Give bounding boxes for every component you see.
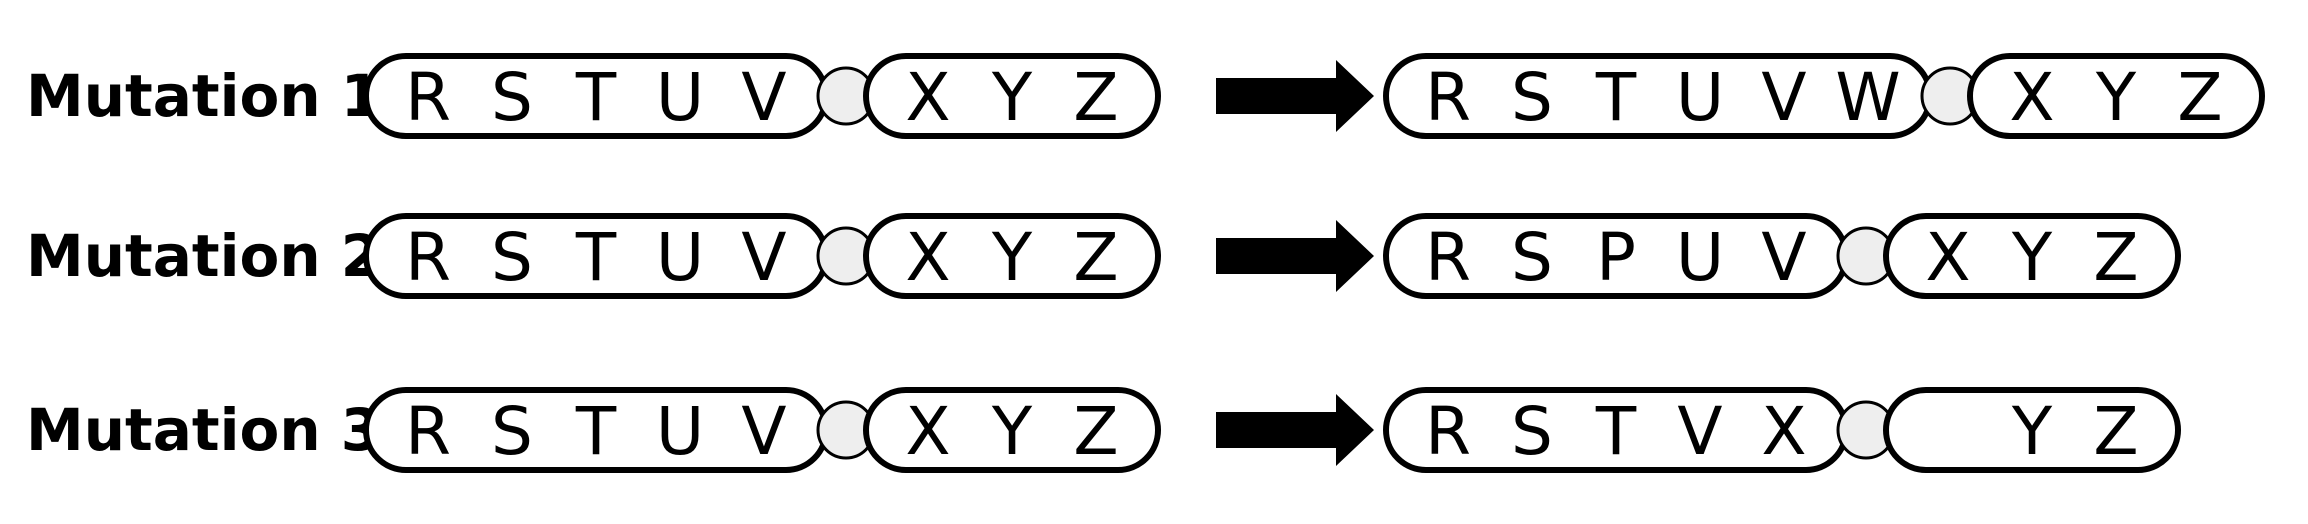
rows.2.before-right-arm: [863, 387, 1161, 473]
rows.1.before-gene: T: [575, 219, 617, 296]
rows.1.after-gene: V: [1761, 219, 1806, 296]
rows.1.after-gene: Y: [2011, 219, 2053, 296]
rows.0.before-gene: U: [656, 59, 704, 136]
rows.2.after-gene: Y: [2011, 393, 2053, 470]
rows.1.after-gene: X: [1925, 219, 1970, 296]
rows.1.after-gene: Z: [2093, 219, 2138, 296]
right-arrow-icon: [1216, 60, 1374, 132]
rows.0.after-gene: U: [1676, 59, 1724, 136]
rows.2.before-gene: U: [656, 393, 704, 470]
rows.2.after-gene: S: [1511, 393, 1553, 470]
rows.0.after-gene: R: [1425, 59, 1471, 136]
rows.0.before-gene: Y: [991, 59, 1033, 136]
rows.0.after-gene: S: [1511, 59, 1553, 136]
rows.0.before-gene: T: [575, 59, 617, 136]
rows.1.before-gene: X: [905, 219, 950, 296]
right-arrow-icon: [1216, 394, 1374, 466]
rows.2.after-gene: V: [1677, 393, 1722, 470]
rows.0.before-gene: V: [741, 59, 786, 136]
rows.0.before-gene: R: [405, 59, 451, 136]
rows.2.after-gene: R: [1425, 393, 1471, 470]
rows.0.before-right-arm: [863, 53, 1161, 139]
rows.2.after-gene: X: [1761, 393, 1806, 470]
rows.0.after-gene: T: [1595, 59, 1637, 136]
rows.2.after-right-arm: [1883, 387, 2181, 473]
rows.1.after-gene: S: [1511, 219, 1553, 296]
rows.1.before-gene: Y: [991, 219, 1033, 296]
rows.0.after-gene: Y: [2095, 59, 2137, 136]
rows.2.before-gene: Z: [1073, 393, 1118, 470]
row-label: Mutation 2: [26, 222, 381, 290]
rows.1.before-gene: U: [656, 219, 704, 296]
rows.2.before-gene: T: [575, 393, 617, 470]
right-arrow-icon: [1216, 220, 1374, 292]
rows.2.before-gene: V: [741, 393, 786, 470]
rows.1.before-gene: S: [491, 219, 533, 296]
rows.1.after-gene: P: [1596, 219, 1636, 296]
rows.0.before-gene: S: [491, 59, 533, 136]
rows.1.after-gene: R: [1425, 219, 1471, 296]
rows.2.after-gene: Z: [2093, 393, 2138, 470]
rows.0.after-gene: V: [1761, 59, 1806, 136]
rows.0.after-gene: W: [1835, 59, 1900, 136]
row-label: Mutation 3: [26, 396, 381, 464]
rows.2.before-gene: X: [905, 393, 950, 470]
rows.1.after-right-arm: [1883, 213, 2181, 299]
rows.1.before-gene: Z: [1073, 219, 1118, 296]
rows.0.after-right-arm: [1967, 53, 2265, 139]
rows.0.before-gene: X: [905, 59, 950, 136]
row-label: Mutation 1: [26, 62, 381, 130]
rows.2.before-gene: R: [405, 393, 451, 470]
rows.0.after-gene: X: [2009, 59, 2054, 136]
rows.1.before-gene: R: [405, 219, 451, 296]
rows.2.before-gene: S: [491, 393, 533, 470]
rows.2.before-gene: Y: [991, 393, 1033, 470]
rows.1.before-right-arm: [863, 213, 1161, 299]
rows.1.after-gene: U: [1676, 219, 1724, 296]
rows.0.before-gene: Z: [1073, 59, 1118, 136]
rows.2.after-gene: T: [1595, 393, 1637, 470]
rows.0.after-gene: Z: [2177, 59, 2222, 136]
rows.1.before-gene: V: [741, 219, 786, 296]
